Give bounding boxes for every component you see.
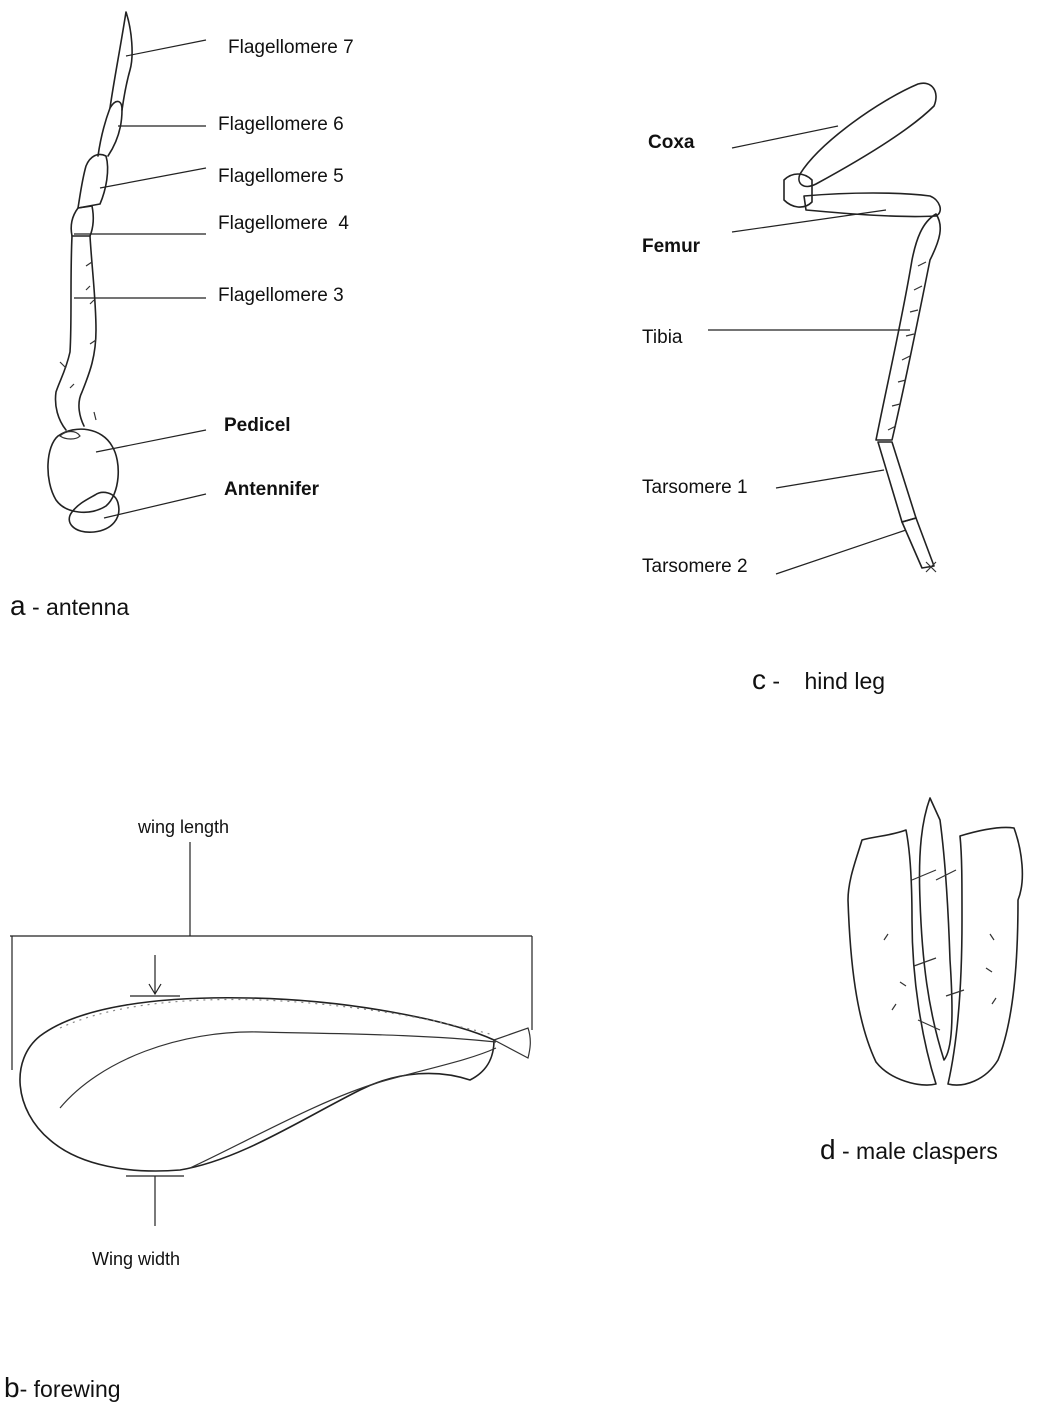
label-pedicel: Pedicel: [224, 416, 291, 435]
label-femur: Femur: [642, 237, 700, 256]
caption-forewing-text: forewing: [34, 1376, 121, 1402]
label-tibia: Tibia: [642, 328, 682, 347]
label-antennifer: Antennifer: [224, 480, 319, 499]
caption-claspers-sep: -: [836, 1138, 856, 1164]
caption-claspers-letter: d: [820, 1134, 836, 1165]
antenna-drawing: [48, 12, 206, 532]
label-tarsomere-1: Tarsomere 1: [642, 478, 748, 497]
pedicel-segment: [48, 429, 118, 512]
label-coxa: Coxa: [648, 133, 694, 152]
caption-claspers-text: male claspers: [856, 1138, 998, 1164]
left-clasper: [848, 830, 936, 1085]
forewing-outline: [20, 998, 494, 1171]
caption-hind-leg: c - hind leg: [752, 666, 885, 694]
label-flagellomere-7: Flagellomere 7: [228, 38, 354, 57]
forewing-drawing: [10, 842, 532, 1226]
label-flagellomere-5: Flagellomere 5: [218, 167, 344, 186]
caption-antenna-letter: a: [10, 590, 26, 621]
flagellomere-6-segment: [98, 101, 122, 156]
flagellomere-4-segment: [71, 206, 93, 236]
hind-leg-drawing: [708, 83, 940, 574]
tarsomere-1-segment: [878, 442, 916, 522]
coxa-segment: [799, 83, 936, 186]
caption-hind-leg-letter: c: [752, 664, 766, 695]
caption-forewing: b- forewing: [4, 1374, 121, 1402]
caption-antenna-text: antenna: [46, 594, 129, 620]
tarsomere-2-segment: [902, 518, 934, 568]
caption-hind-leg-text: hind leg: [804, 668, 885, 694]
right-clasper: [948, 827, 1022, 1085]
label-wing-width: Wing width: [92, 1250, 180, 1268]
caption-forewing-letter: b: [4, 1372, 20, 1403]
flagellomere-5-segment: [78, 154, 108, 208]
label-flagellomere-3: Flagellomere 3: [218, 286, 344, 305]
caption-antenna: a - antenna: [10, 592, 129, 620]
label-wing-length: wing length: [138, 818, 229, 836]
label-flagellomere-6: Flagellomere 6: [218, 115, 344, 134]
flagellomere-3-segment: [55, 236, 96, 430]
male-claspers-drawing: [848, 798, 1022, 1085]
tibia-segment: [876, 214, 940, 440]
label-flagellomere-4: Flagellomere 4: [218, 214, 349, 233]
femur-segment: [804, 193, 940, 217]
label-tarsomere-2: Tarsomere 2: [642, 557, 748, 576]
aedeagus: [919, 798, 952, 1060]
caption-hind-leg-sep: -: [766, 668, 786, 694]
caption-male-claspers: d - male claspers: [820, 1136, 998, 1164]
flagellomere-7-segment: [110, 12, 132, 110]
caption-antenna-sep: -: [26, 594, 46, 620]
caption-forewing-sep: -: [20, 1376, 34, 1402]
